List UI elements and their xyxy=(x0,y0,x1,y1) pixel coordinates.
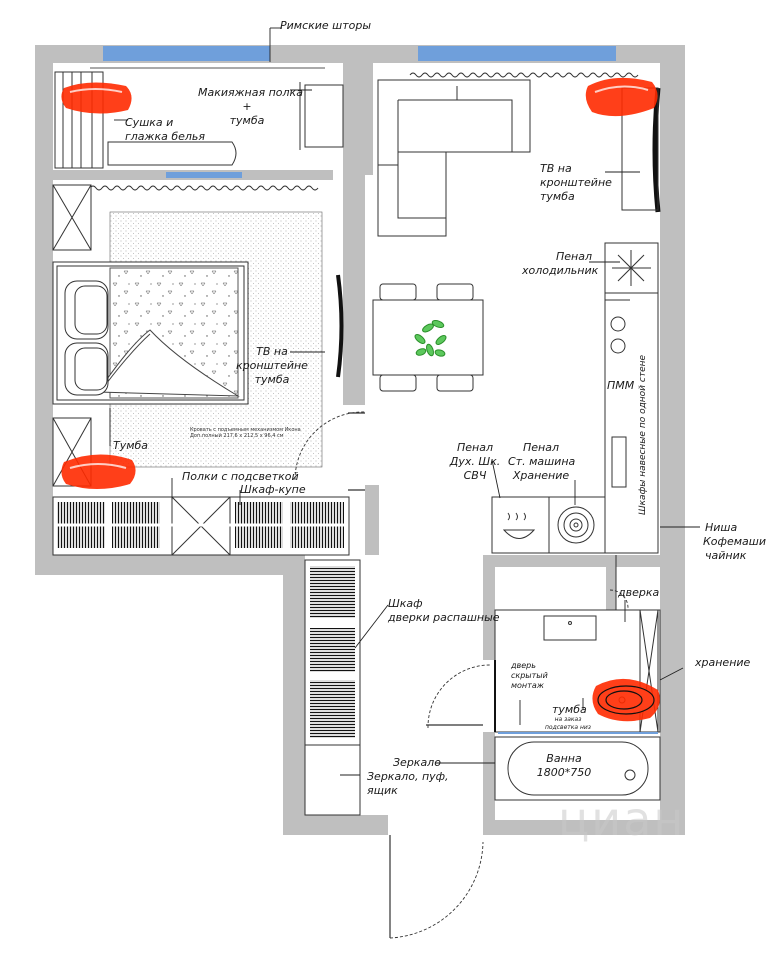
label-fridge-line2: холодильник xyxy=(522,263,599,277)
label-laundry-line1: Сушка и xyxy=(125,116,174,129)
label-tv-bedroom-line2: кронштейне xyxy=(236,358,308,372)
label-hidden-door: дверь скрытый монтаж xyxy=(511,661,548,691)
label-tv-kitchen-line2: кронштейне xyxy=(540,175,612,189)
label-vanity-note-line2: подсветка низ xyxy=(545,723,591,731)
label-bath-line1: Ванна xyxy=(546,752,582,765)
bedroom-wardrobe xyxy=(52,496,350,556)
label-washer-line3: Хранение xyxy=(512,468,570,482)
bedroom xyxy=(52,184,344,487)
label-niche-line2: Кофемашина xyxy=(703,534,766,548)
label-vanity-note: на заказ подсветка низ xyxy=(540,716,596,731)
label-tv-bedroom-line1: ТВ на xyxy=(256,345,288,358)
label-hall-furniture-line1: Зеркало, пуф, xyxy=(367,770,449,783)
label-bath-line2: 1800*750 xyxy=(536,765,592,779)
label-hall-furniture: Зеркало, пуф, ящик xyxy=(367,770,449,798)
label-door-small: дверка xyxy=(618,586,660,599)
label-bed-note-line2: Доп.полный 217,6 х 212,5 х 96,4 см xyxy=(190,433,284,439)
label-makeup-shelf: Макияжная полка + тумба xyxy=(198,86,303,127)
label-wardrobe-coupe: Шкаф-купе xyxy=(240,483,306,496)
label-fridge: Пенал холодильник xyxy=(522,250,598,278)
label-niche-line3: чайник xyxy=(705,548,747,562)
label-makeup-shelf-line3: тумба xyxy=(229,113,265,127)
label-washer-line2: Ст. машина xyxy=(508,454,576,468)
label-storage: хранение xyxy=(695,656,751,669)
label-vanity-note-line1: на заказ xyxy=(554,716,582,723)
windows xyxy=(103,46,616,178)
label-bath: Ванна 1800*750 xyxy=(532,752,596,780)
label-makeup-shelf-line1: Макияжная полка xyxy=(198,86,303,99)
plant-icon xyxy=(414,320,447,357)
label-roman-blinds: Римские шторы xyxy=(280,19,372,32)
label-tv-bedroom-line3: тумба xyxy=(254,372,290,386)
label-mirror: Зеркало xyxy=(393,756,441,769)
watermark: циан xyxy=(558,792,686,846)
label-oven: Пенал Дух. Шк. СВЧ xyxy=(448,441,502,482)
label-tv-bedroom: ТВ на кронштейне тумба xyxy=(222,345,322,386)
label-hidden-door-line3: монтаж xyxy=(511,681,544,690)
label-hall-furniture-line2: ящик xyxy=(367,783,398,797)
label-bed-note: Кровать с подъемным механизмом Икона Доп… xyxy=(190,427,301,439)
kitchen-living xyxy=(372,79,661,554)
label-washer-line1: Пенал xyxy=(522,441,559,454)
label-laundry: Сушка и глажка белья xyxy=(125,116,205,144)
label-wardrobe-hall: Шкаф дверки распашные xyxy=(388,597,500,625)
laundry-room xyxy=(54,71,344,169)
label-shelves-lit: Полки с подсветкой xyxy=(182,470,299,483)
label-nightstand: Тумба xyxy=(113,439,149,452)
curtains xyxy=(89,67,639,191)
label-fridge-line1: Пенал xyxy=(556,250,593,263)
label-washer: Пенал Ст. машина Хранение xyxy=(508,441,576,482)
label-tv-kitchen: ТВ на кронштейне тумба xyxy=(540,162,612,203)
leader-lines xyxy=(109,27,700,776)
label-hidden-door-line1: дверь xyxy=(511,661,536,670)
label-dishwasher: ПММ xyxy=(607,379,635,392)
label-oven-line3: СВЧ xyxy=(463,468,487,482)
hall-wardrobe xyxy=(304,559,361,816)
label-wall-cabinets: Шкафы навесные по одной стене xyxy=(638,354,648,515)
label-makeup-shelf-line2: + xyxy=(242,99,252,113)
label-bed-note-line1: Кровать с подъемным механизмом Икона xyxy=(190,427,301,433)
label-vanity: тумба xyxy=(552,703,587,716)
label-laundry-line2: глажка белья xyxy=(125,129,206,143)
label-wardrobe-hall-line2: дверки распашные xyxy=(388,610,500,624)
label-niche: Ниша Кофемашина чайник xyxy=(703,521,766,562)
label-oven-line2: Дух. Шк. xyxy=(449,454,501,468)
label-niche-line1: Ниша xyxy=(705,521,738,534)
label-tv-kitchen-line1: ТВ на xyxy=(540,162,572,175)
label-wardrobe-hall-line1: Шкаф xyxy=(388,597,423,610)
walls xyxy=(35,45,685,835)
label-hidden-door-line2: скрытый xyxy=(511,671,548,680)
label-oven-line1: Пенал xyxy=(456,441,493,454)
label-tv-kitchen-line3: тумба xyxy=(540,189,575,203)
